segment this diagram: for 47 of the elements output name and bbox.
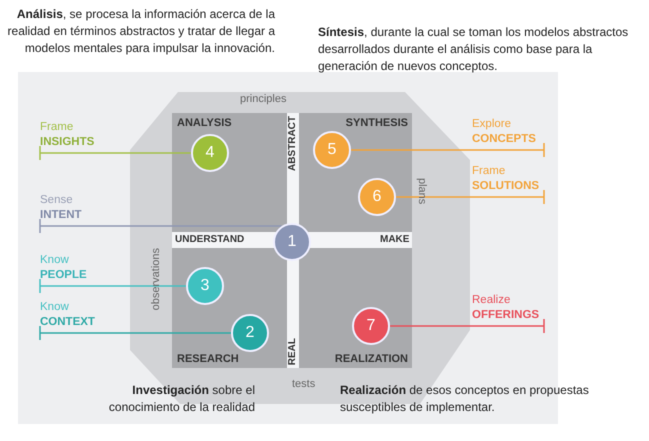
step-number-circle: 7 (352, 307, 390, 345)
step-verb-label: Realize (472, 293, 510, 308)
step-number-circle: 3 (186, 267, 224, 305)
description-paragraph: Investigación sobre el conocimiento de la realidad (108, 382, 255, 416)
quadrant-title: ANALYSIS (177, 117, 232, 129)
step-number-circle: 5 (313, 131, 351, 169)
step-name-label: INTENT (40, 208, 82, 223)
step-number-circle: 4 (191, 134, 229, 172)
step-name-label: INSIGHTS (40, 135, 94, 150)
leader-line (396, 189, 545, 205)
step-verb-label: Know (40, 253, 69, 268)
leader-line (39, 218, 282, 234)
step-name-label: SOLUTIONS (472, 179, 540, 194)
quadrant-title: REALIZATION (334, 353, 408, 365)
axis-label: plans (416, 178, 428, 204)
step-name-label: PEOPLE (40, 268, 87, 283)
description-paragraph: Análisis, se procesa la información acerca de la realidad en términos abstractos y tratar de llegar a modelos mentales para impulsar la innovación. (6, 6, 275, 57)
step-name-label: CONCEPTS (472, 132, 536, 147)
quadrant-title: SYNTHESIS (346, 117, 408, 129)
description-paragraph: Realización de esos conceptos en propuestas susceptibles de implementar. (340, 382, 590, 416)
leader-line (351, 142, 545, 158)
quadrant-panel (172, 248, 287, 368)
step-verb-label: Explore (472, 117, 511, 132)
axis-label: REAL (287, 338, 298, 366)
quadrant-panel (299, 248, 412, 368)
step-number-circle: 2 (231, 314, 269, 352)
step-verb-label: Frame (40, 120, 74, 135)
axis-label: principles (240, 93, 286, 105)
quadrant-title: RESEARCH (177, 353, 239, 365)
leader-line (390, 318, 545, 334)
leader-line (39, 325, 231, 341)
step-verb-label: Sense (40, 193, 73, 208)
step-verb-label: Frame (472, 164, 506, 179)
step-verb-label: Know (40, 300, 69, 315)
axis-label: ABSTRACT (287, 116, 298, 171)
leader-line (39, 145, 191, 161)
step-number-circle: 6 (358, 178, 396, 216)
quadrant-panel (172, 113, 287, 232)
leader-line (39, 278, 186, 294)
step-name-label: OFFERINGS (472, 308, 540, 323)
description-paragraph: Síntesis, durante la cual se toman los modelos abstractos desarrollados durante el análisis como base para la generación de nuevos conceptos. (318, 24, 630, 75)
axis-label: tests (292, 378, 316, 390)
step-name-label: CONTEXT (40, 315, 95, 330)
axis-label: MAKE (380, 234, 410, 245)
axis-label: UNDERSTAND (175, 234, 244, 245)
axis-label: observations (150, 248, 162, 310)
quadrant-panel (299, 113, 412, 232)
